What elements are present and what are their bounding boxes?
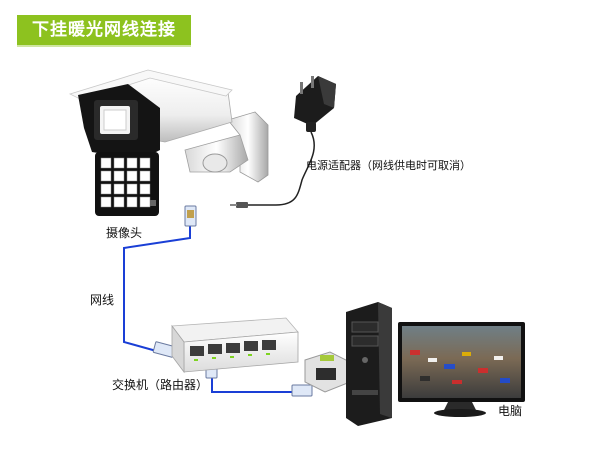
switch-label: 交换机（路由器） [112,378,209,392]
pc-tower-icon [346,302,392,426]
camera-icon [68,69,269,216]
page-title: 下挂暖光网线连接 [32,20,176,40]
power-adapter-icon [294,76,336,132]
power-cord [246,131,315,206]
title-banner: 下挂暖光网线连接 [17,15,191,47]
switch-icon [171,317,299,374]
rj45-plug-icon [291,384,313,397]
power-adapter-label: 电源适配器（网线供电时可取消） [306,159,471,172]
network-cable-label: 网线 [90,293,115,307]
cable-camera-to-switch [123,226,191,353]
computer-label: 电脑 [498,404,523,418]
camera-label: 摄像头 [106,226,143,240]
rj45-plug-icon [184,205,197,227]
rj45-port-adapter-icon [304,351,351,393]
monitor-icon [398,322,525,417]
